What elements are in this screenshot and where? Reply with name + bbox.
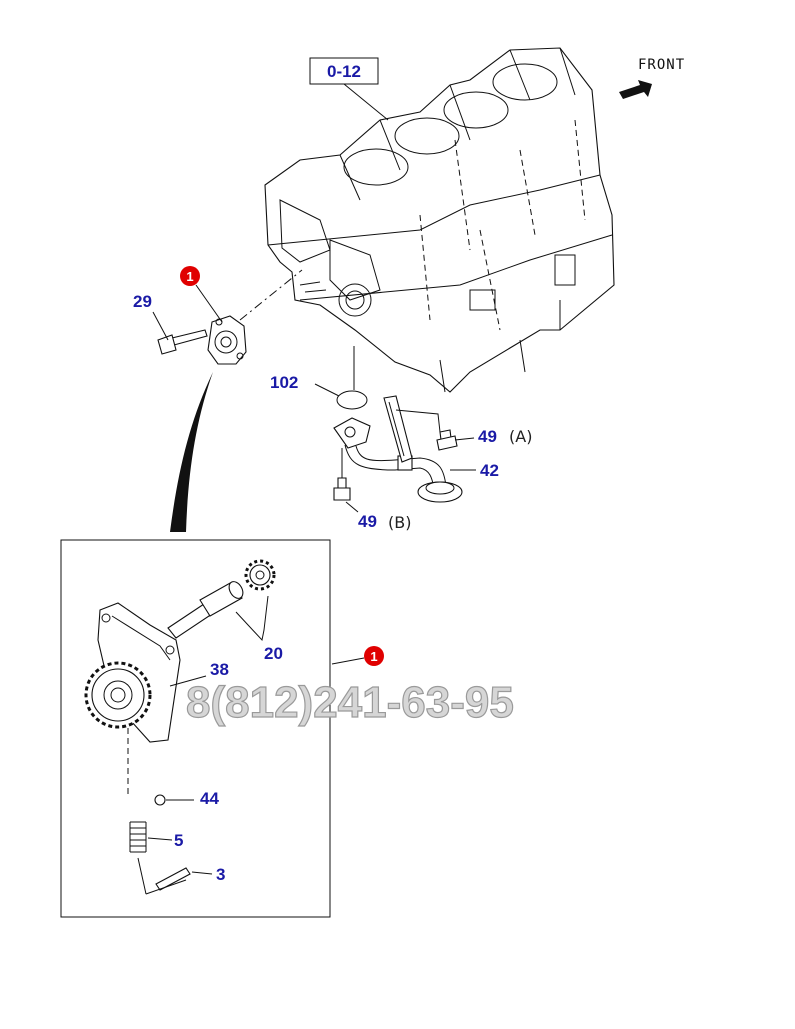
front-arrow-icon [619, 80, 652, 99]
part-label-20[interactable]: 20 [264, 644, 283, 663]
part-label-49a[interactable]: 49 [478, 427, 497, 446]
gear-38 [84, 661, 152, 729]
block-reference-box[interactable]: 0-12 [309, 57, 389, 121]
part-label-102[interactable]: 102 [270, 373, 298, 392]
oil-pump-exploded [84, 559, 276, 895]
detail-pointer [170, 372, 213, 532]
oil-pump-small [207, 269, 303, 365]
bolt-49-b [333, 448, 359, 513]
part-label-42[interactable]: 42 [480, 461, 499, 480]
bolt-49-a [436, 429, 475, 451]
front-indicator: FRONT [619, 57, 685, 99]
assembly-callout-detail[interactable]: 1 [331, 646, 384, 666]
phone-watermark: 8(812)241-63-95 [186, 678, 514, 727]
o-ring-102 [314, 346, 368, 410]
part-labels: 29 102 49 (A) 42 49 (B) 20 38 44 5 3 [133, 292, 532, 884]
part-label-49a-suffix: (A) [509, 427, 532, 446]
detail-view-frame [60, 539, 331, 918]
part-label-49b-suffix: (B) [388, 513, 411, 532]
callout-badge-icon [180, 266, 200, 286]
part-label-29[interactable]: 29 [133, 292, 152, 311]
oil-strainer-42 [333, 395, 476, 503]
part-label-5[interactable]: 5 [174, 831, 183, 850]
block-reference-label[interactable]: 0-12 [327, 62, 361, 81]
part-label-3[interactable]: 3 [216, 865, 225, 884]
part-label-49b[interactable]: 49 [358, 512, 377, 531]
callout-number: 1 [186, 269, 193, 284]
part-label-38[interactable]: 38 [210, 660, 229, 679]
pinion-gear [244, 559, 276, 591]
front-label: FRONT [638, 57, 685, 73]
part-label-44[interactable]: 44 [200, 789, 219, 808]
callout-number: 1 [370, 649, 377, 664]
bolt-29 [152, 311, 208, 355]
assembly-callout-main[interactable]: 1 [180, 266, 223, 323]
engine-block [264, 47, 615, 393]
callout-badge-icon [364, 646, 384, 666]
